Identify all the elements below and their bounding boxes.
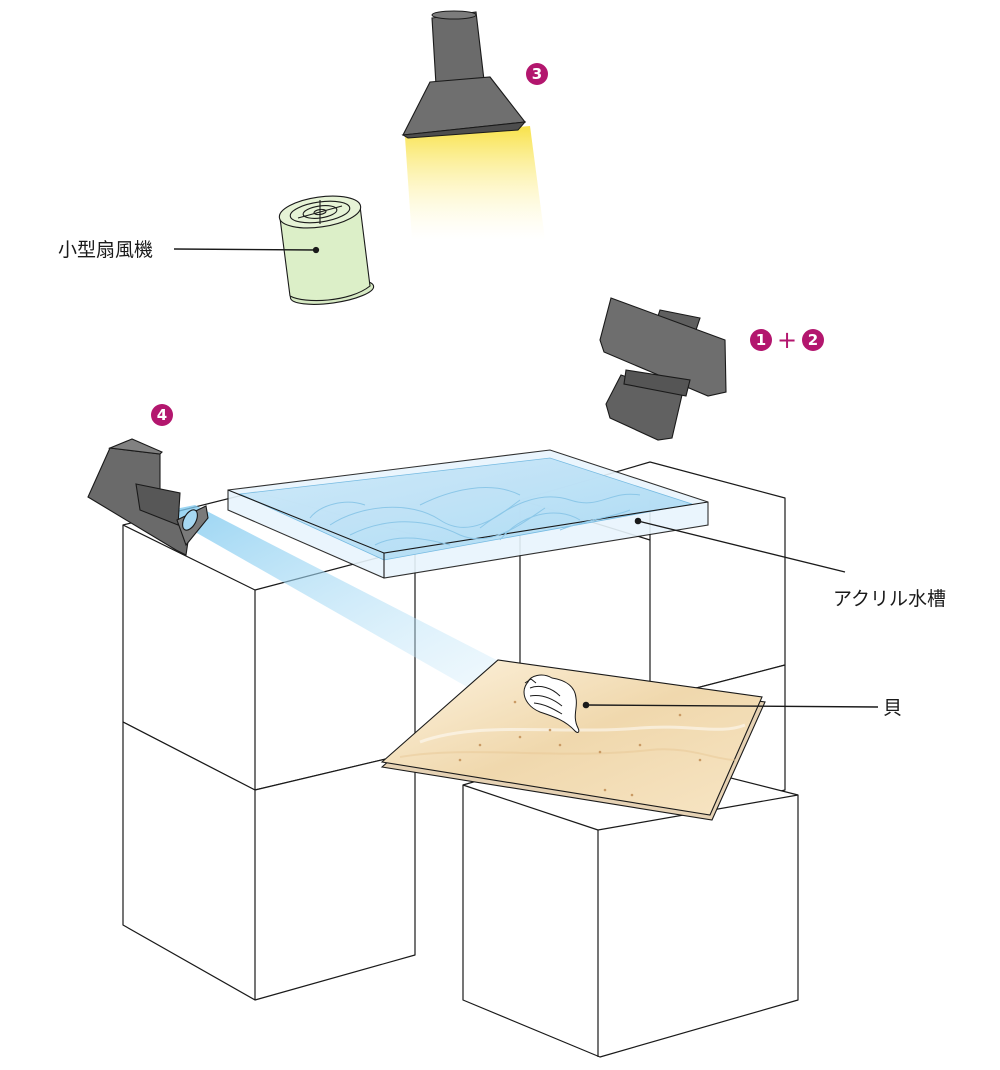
shell-icon — [523, 674, 580, 733]
svg-text:2: 2 — [808, 331, 818, 349]
svg-text:4: 4 — [157, 406, 167, 424]
marker-plus: + — [777, 326, 797, 354]
marker-3: 3 — [526, 63, 548, 85]
spotlight-icon — [401, 10, 545, 240]
label-shell: 貝 — [883, 697, 902, 719]
water-ripples — [309, 487, 641, 546]
svg-text:3: 3 — [532, 65, 542, 83]
marker-2: 2 — [802, 329, 824, 351]
label-fan: 小型扇風機 — [58, 239, 153, 261]
fan-icon — [278, 195, 375, 305]
svg-text:1: 1 — [756, 331, 766, 349]
acrylic-tank — [227, 449, 709, 579]
leader-lines — [173, 248, 879, 709]
marker-1: 1 — [750, 329, 772, 351]
projector-beam — [160, 505, 520, 700]
camera-icon — [599, 297, 727, 441]
marker-4: 4 — [151, 404, 173, 426]
sand-grains — [458, 700, 702, 797]
sand-board — [380, 659, 766, 821]
projector-icon — [87, 438, 209, 556]
label-tank: アクリル水槽 — [833, 588, 946, 610]
